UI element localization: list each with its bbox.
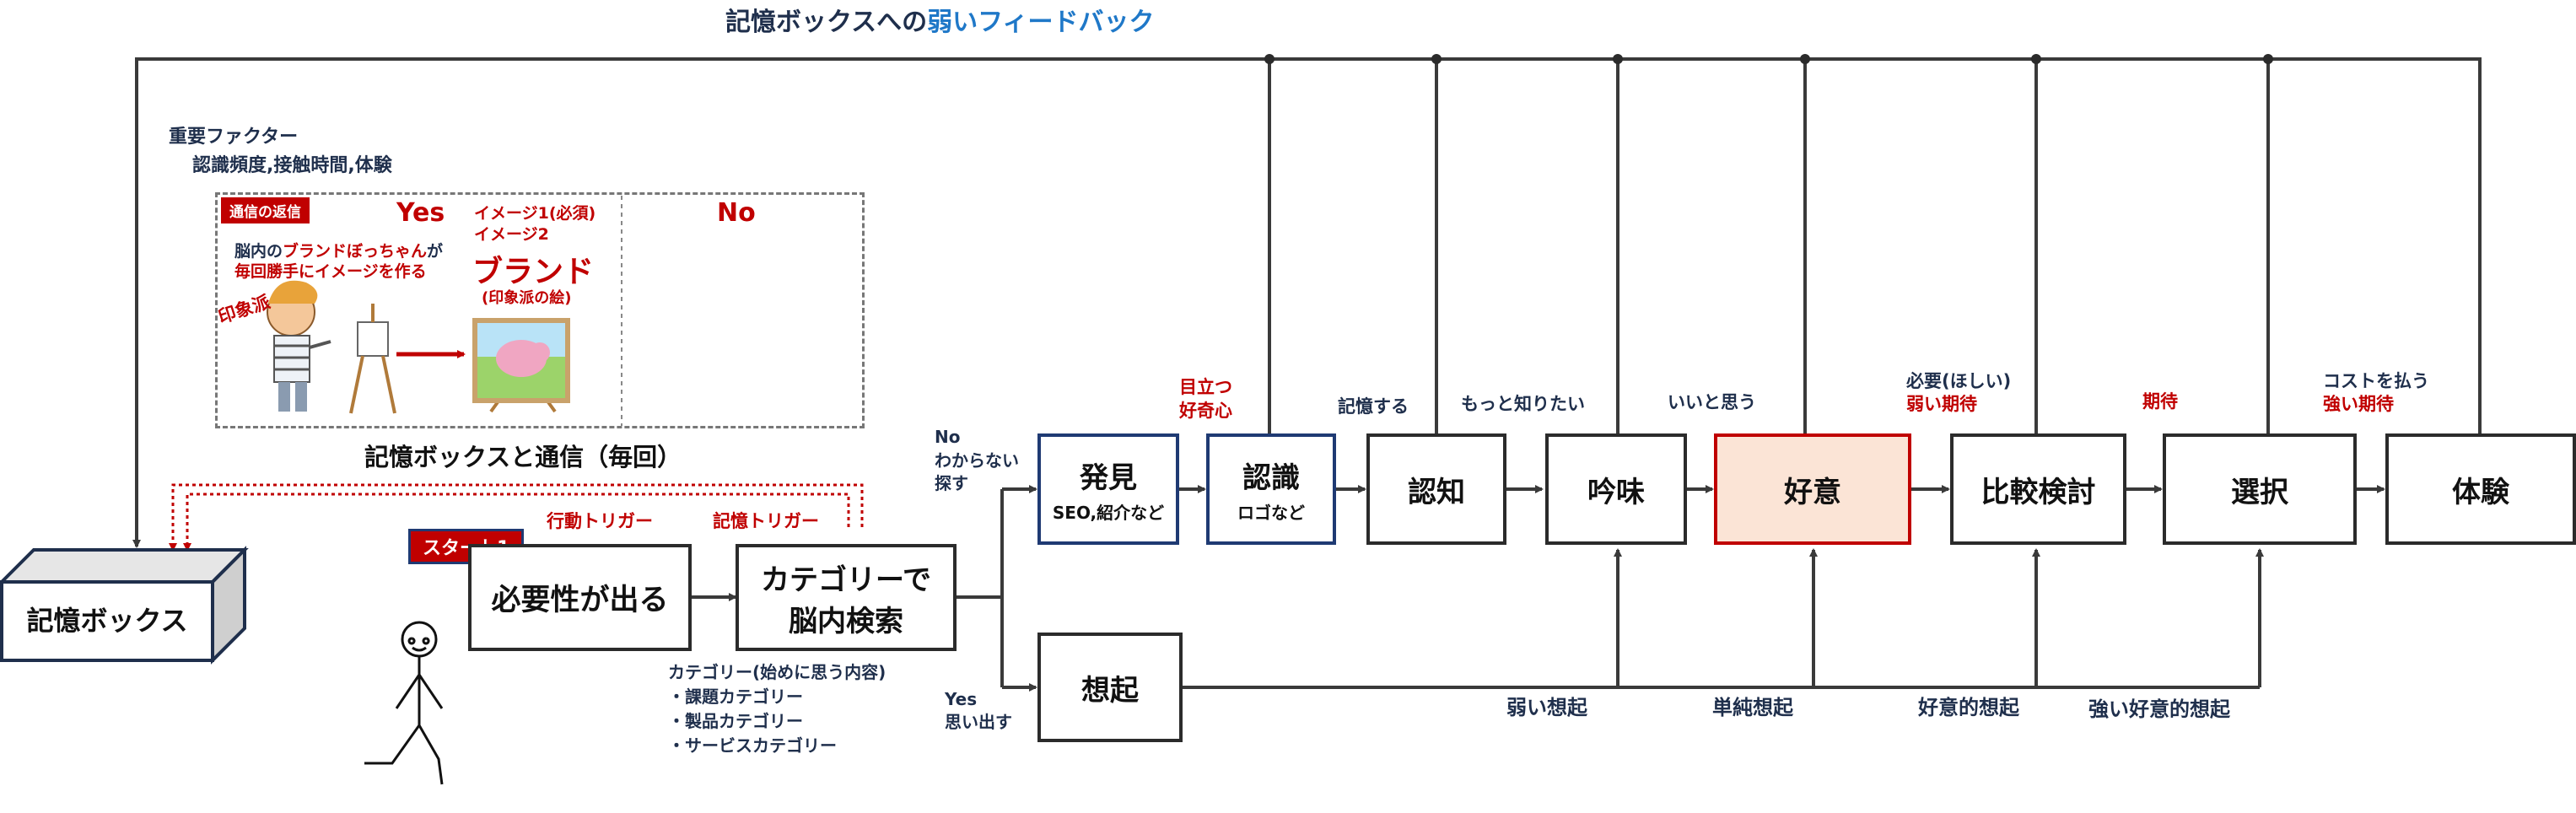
- brand-line1: 脳内のブランドぼっちゃんが: [234, 242, 444, 261]
- branch-yes-label: 思い出す: [945, 712, 1012, 732]
- stage-recognition: 認識 ロゴなど: [1206, 433, 1336, 545]
- no-label: No: [717, 198, 756, 228]
- reply-badge: 通信の返信: [221, 197, 310, 223]
- note-want-to-know: もっと知りたい: [1461, 394, 1585, 414]
- note-pay-cost: コストを払う: [2323, 371, 2429, 391]
- stage-awareness: 認知: [1366, 433, 1506, 545]
- recall-level-weak: 弱い想起: [1506, 696, 1587, 719]
- stage-examination: 吟味: [1545, 433, 1687, 545]
- memory-box-label: 記憶ボックス: [26, 605, 188, 638]
- recall-box: 想起: [1037, 633, 1183, 742]
- memory-trigger-label: 記憶トリガー: [713, 511, 819, 531]
- recall-level-favorable: 好意的想起: [1918, 696, 2019, 719]
- note-memorize: 記憶する: [1338, 396, 1409, 417]
- stage-discovery: 発見 SEO,紹介など: [1037, 433, 1179, 545]
- stage-favorability: 好意: [1714, 433, 1911, 545]
- category-item: ・サービスカテゴリー: [668, 735, 837, 756]
- recall-level-strong: 強い好意的想起: [2088, 697, 2230, 721]
- note-stand-out: 目立つ: [1179, 377, 1232, 397]
- note-strong-expectation: 強い期待: [2323, 394, 2394, 414]
- categories-heading: カテゴリー(始めに思う内容): [668, 662, 887, 682]
- factors-heading: 重要ファクター: [169, 127, 299, 148]
- note-expectation: 期待: [2142, 391, 2178, 412]
- note-weak-expectation: 弱い期待: [1906, 394, 1977, 414]
- category-item: ・課題カテゴリー: [668, 686, 803, 707]
- brand-line2: 毎回勝手にイメージを作る: [234, 262, 427, 281]
- feedback-line: [132, 57, 2482, 548]
- stage-comparison: 比較検討: [1950, 433, 2126, 545]
- brand-painting: [472, 318, 570, 413]
- page-title: 記憶ボックスへの弱いフィードバック: [725, 8, 1155, 38]
- stick-figure: [364, 621, 444, 785]
- stage-experience: 体験: [2385, 433, 2576, 545]
- communication-panel: [215, 192, 865, 428]
- brand-label: ブランド: [472, 255, 595, 289]
- note-curiosity: 好奇心: [1179, 401, 1232, 421]
- category-item: ・製品カテゴリー: [668, 711, 803, 731]
- image-label-1: イメージ1(必須): [474, 204, 596, 223]
- branch-no-label: わからない: [935, 450, 1019, 471]
- communication-line: [169, 483, 864, 552]
- panel-caption: 記憶ボックスと通信（毎回）: [364, 443, 682, 471]
- note-need: 必要(ほしい): [1906, 371, 2012, 391]
- stage-selection: 選択: [2163, 433, 2357, 545]
- action-trigger-label: 行動トリガー: [547, 511, 653, 531]
- brand-sub-label: (印象派の絵): [482, 289, 572, 307]
- recall-level-simple: 単純想起: [1712, 696, 1793, 719]
- title-highlight: 弱いフィードバック: [927, 8, 1155, 37]
- note-think-good: いいと思う: [1668, 392, 1756, 412]
- painter-illustration: [267, 280, 396, 414]
- memory-box-shape: [0, 546, 249, 665]
- branch-yes-label: Yes: [945, 689, 978, 709]
- title-prefix: 記憶ボックスへの: [725, 8, 928, 37]
- image-label-2: イメージ2: [474, 225, 549, 244]
- yes-label: Yes: [396, 198, 445, 228]
- category-search-box: カテゴリーで 脳内検索: [736, 544, 957, 651]
- branch-no-label: No: [935, 427, 961, 447]
- need-box: 必要性が出る: [468, 544, 692, 651]
- factors-items: 認識頻度,接触時間,体験: [192, 155, 392, 176]
- branch-no-label: 探す: [935, 473, 968, 493]
